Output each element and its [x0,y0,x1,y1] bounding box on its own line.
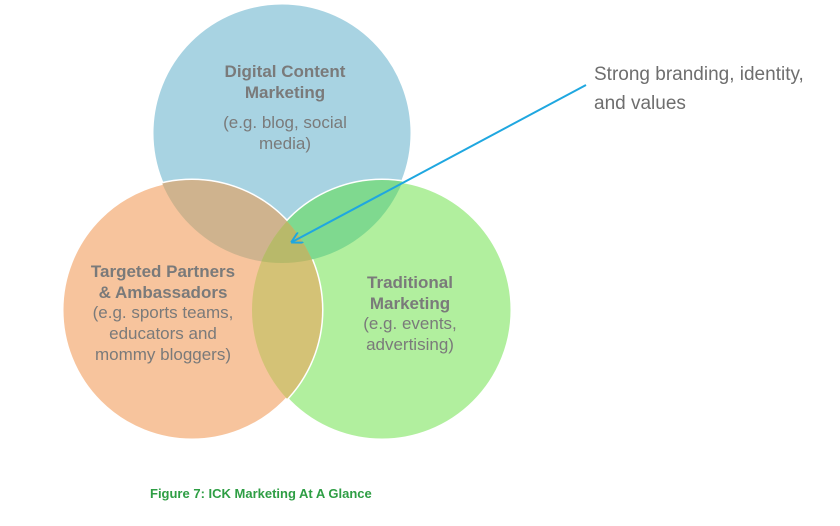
overlap-digital-traditional [252,180,412,263]
figure-caption: Figure 7: ICK Marketing At A Glance [150,486,372,501]
digital-title: Digital Content Marketing [224,62,346,102]
digital-subtitle: (e.g. blog, social media) [223,113,347,154]
callout-text: Strong branding, identity, and values [594,64,804,115]
partners-title: Targeted Partners & Ambassadors [90,262,236,302]
partners-subtitle: (e.g. sports teams, educators and mommy … [92,303,234,364]
traditional-title: Traditional Marketing [367,273,453,313]
overlap-digital-partners [152,180,322,263]
label-traditional-marketing: Traditional Marketing (e.g. events, adve… [340,273,480,356]
traditional-subtitle: (e.g. events, advertising) [363,314,457,355]
label-targeted-partners: Targeted Partners & Ambassadors (e.g. sp… [68,262,258,366]
callout-arrow [292,84,587,242]
label-digital-content: Digital Content Marketing (e.g. blog, so… [190,62,380,155]
